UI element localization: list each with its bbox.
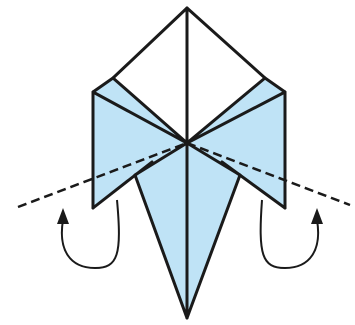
right-arrow-head <box>311 208 323 224</box>
right-fold-under-arrow <box>261 200 323 268</box>
left-arrow-head <box>57 208 69 224</box>
left-fold-under-arrow <box>57 200 119 268</box>
